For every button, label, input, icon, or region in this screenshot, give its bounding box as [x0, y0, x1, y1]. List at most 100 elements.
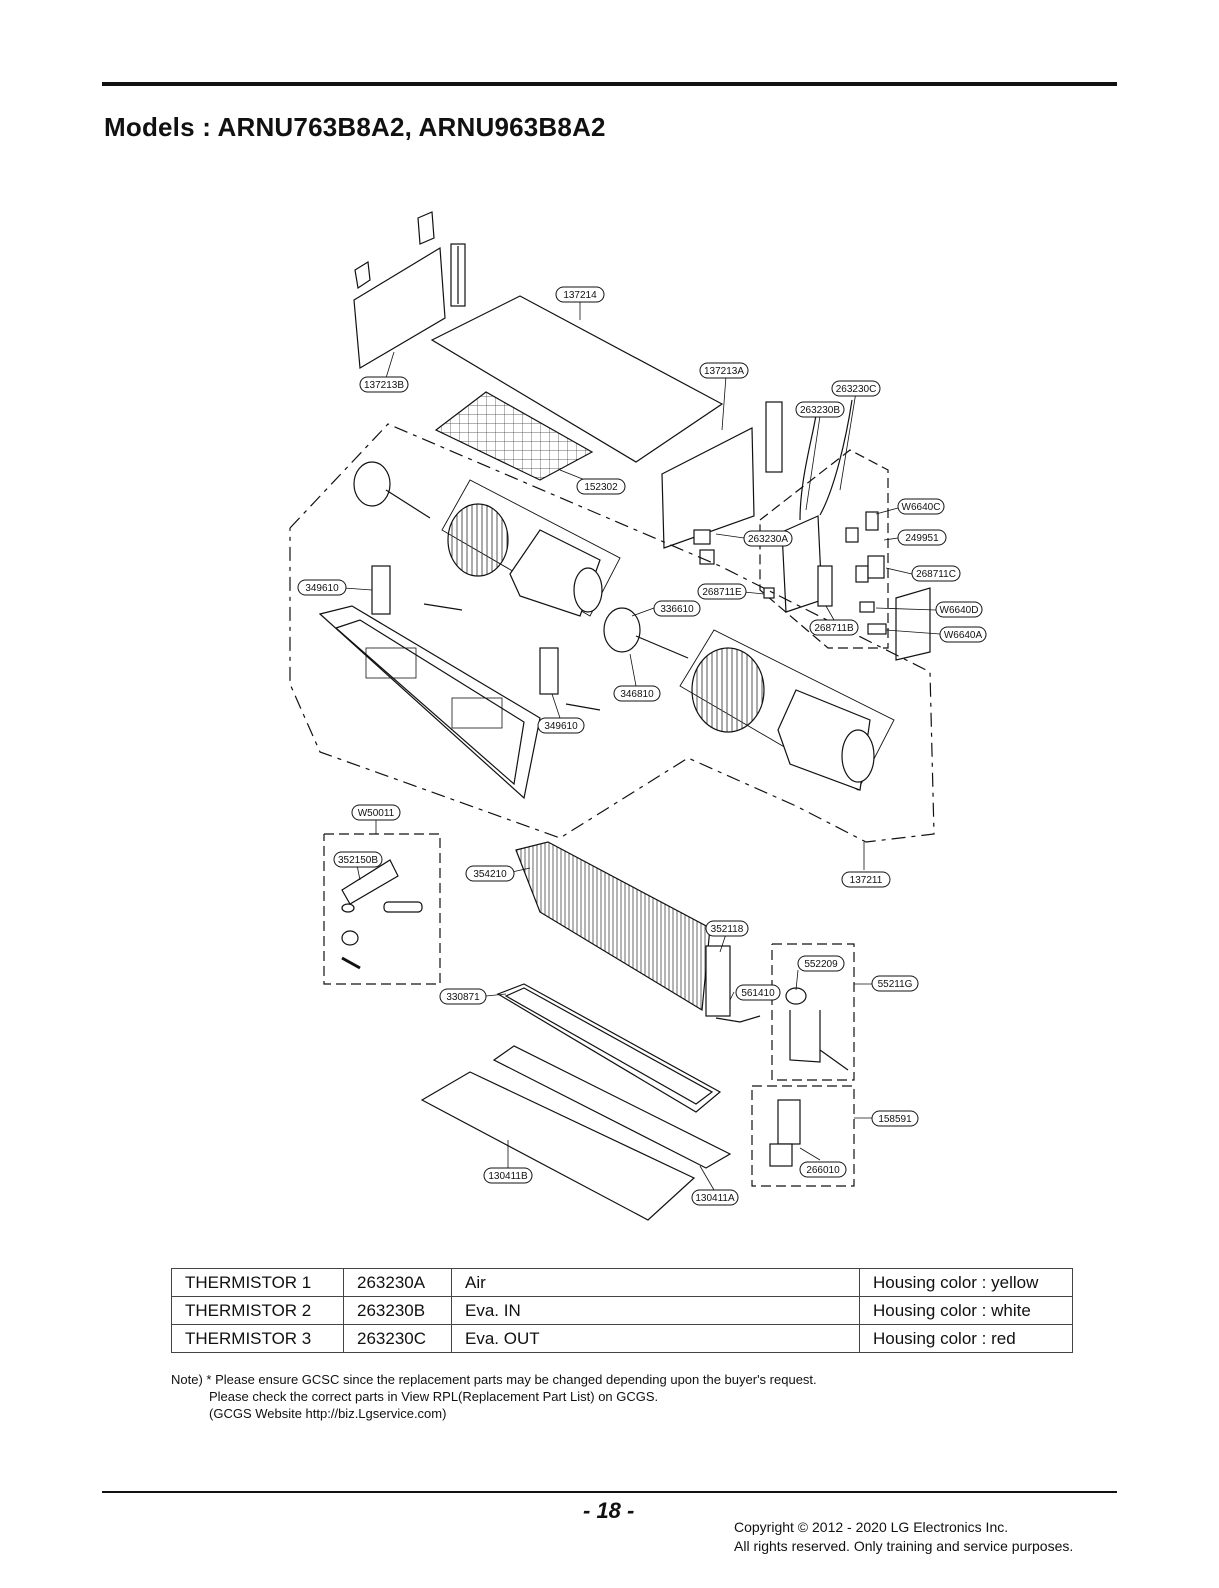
svg-text:130411A: 130411A [695, 1193, 735, 1204]
top-panel-137214 [430, 295, 724, 463]
note-block: Note) * Please ensure GCSC since the rep… [171, 1371, 817, 1422]
thermistor-location: Eva. IN [451, 1296, 860, 1325]
label-137213b: 137213B [359, 376, 409, 393]
label-268711c: 268711C [911, 565, 961, 582]
svg-text:55211G: 55211G [878, 979, 913, 990]
drain-pump-parts [769, 1099, 801, 1167]
label-552209: 552209 [797, 955, 845, 972]
drain-pan-330871 [496, 983, 722, 1113]
label-263230a: 263230A [743, 530, 793, 547]
thermistor-part: 263230C [343, 1324, 452, 1353]
svg-text:137211: 137211 [850, 875, 883, 886]
label-336610: 336610 [653, 600, 701, 617]
label-249951: 249951 [897, 529, 947, 546]
label-w6640c: W6640C [897, 498, 945, 515]
label-152302: 152302 [576, 478, 626, 495]
svg-text:158591: 158591 [878, 1114, 912, 1125]
thermistor-location: Air [451, 1268, 860, 1297]
label-263230b: 263230B [795, 401, 845, 418]
accessory-kit-frame [323, 833, 441, 985]
svg-text:W50011: W50011 [358, 808, 395, 819]
page-title: Models : ARNU763B8A2, ARNU963B8A2 [104, 112, 606, 142]
label-130411a: 130411A [691, 1189, 739, 1206]
label-352118: 352118 [705, 920, 749, 937]
label-268711e: 268711E [697, 583, 747, 600]
label-268711b: 268711B [809, 619, 859, 636]
label-349610-lower: 349610 [537, 717, 585, 734]
label-137211: 137211 [841, 871, 891, 888]
svg-text:268711B: 268711B [814, 623, 854, 634]
accessory-parts [341, 859, 423, 970]
lower-panels-130411 [420, 1045, 732, 1221]
svg-text:561410: 561410 [741, 988, 775, 999]
electrical-box-frame [759, 449, 889, 649]
copyright-line-1: Copyright © 2012 - 2020 LG Electronics I… [734, 1519, 1009, 1535]
svg-text:263230B: 263230B [800, 405, 840, 416]
svg-text:552209: 552209 [804, 959, 838, 970]
thermistor-housing: Housing color : red [859, 1324, 1073, 1353]
thermistor-part: 263230A [343, 1268, 452, 1297]
note-line-1: Note) * Please ensure GCSC since the rep… [171, 1372, 817, 1387]
svg-text:130411B: 130411B [488, 1171, 528, 1182]
label-w50011: W50011 [351, 804, 401, 821]
copyright: Copyright © 2012 - 2020 LG Electronics I… [734, 1518, 1073, 1556]
svg-text:152302: 152302 [584, 482, 618, 493]
svg-text:249951: 249951 [905, 533, 939, 544]
label-561410: 561410 [735, 984, 781, 1001]
svg-text:W6640C: W6640C [902, 502, 941, 513]
drain-pump-frame [751, 1085, 855, 1187]
svg-text:263230A: 263230A [748, 534, 788, 545]
label-352150b: 352150B [333, 851, 383, 868]
fan-motor-lower [603, 607, 689, 659]
valve-parts [785, 987, 849, 1071]
control-plate-137213a [661, 401, 783, 565]
thermistor-part: 263230B [343, 1296, 452, 1325]
leader-lines [343, 302, 941, 1191]
blower-upper [441, 479, 621, 617]
svg-text:W6640A: W6640A [944, 630, 983, 641]
filter-152302 [434, 391, 594, 481]
svg-text:W6640D: W6640D [940, 605, 979, 616]
front-frame [318, 605, 541, 800]
svg-text:268711C: 268711C [916, 569, 956, 580]
thermistor-name: THERMISTOR 3 [171, 1324, 344, 1353]
label-349610-upper: 349610 [297, 579, 347, 596]
housing-frame-137211 [289, 423, 935, 843]
copyright-line-2: All rights reserved. Only training and s… [734, 1538, 1074, 1554]
svg-text:352118: 352118 [711, 924, 744, 935]
note-line-2: Please check the correct parts in View R… [209, 1389, 659, 1404]
svg-text:263230C: 263230C [836, 384, 877, 395]
label-130411b: 130411B [483, 1167, 533, 1184]
table-row: THERMISTOR 2 263230B Eva. IN Housing col… [171, 1296, 1073, 1325]
thermistor-name: THERMISTOR 1 [171, 1268, 344, 1297]
page-number: - 18 - [583, 1498, 635, 1523]
table-row: THERMISTOR 1 263230A Air Housing color :… [171, 1268, 1073, 1297]
svg-text:137213B: 137213B [364, 380, 404, 391]
thermistor-name: THERMISTOR 2 [171, 1296, 344, 1325]
svg-text:349610: 349610 [305, 583, 339, 594]
table-row: THERMISTOR 3 263230C Eva. OUT Housing co… [171, 1324, 1073, 1353]
thermistor-location: Eva. OUT [451, 1324, 860, 1353]
fan-motor-upper [353, 461, 431, 519]
svg-text:352150B: 352150B [338, 855, 378, 866]
label-55211g: 55211G [871, 975, 919, 992]
thermistor-table: THERMISTOR 1 263230A Air Housing color :… [171, 1268, 1073, 1353]
exploded-view-diagram: 137214 137213B 137213A 263230C 263230B 1… [289, 211, 987, 1221]
svg-text:266010: 266010 [806, 1165, 840, 1176]
svg-text:349610: 349610 [544, 721, 578, 732]
label-330871: 330871 [439, 988, 487, 1005]
svg-text:137214: 137214 [563, 290, 597, 301]
label-137213a: 137213A [699, 362, 749, 379]
label-137214: 137214 [555, 286, 605, 303]
bottom-rule [102, 1491, 1117, 1493]
blower-lower [679, 629, 895, 791]
label-354210: 354210 [465, 865, 515, 882]
svg-text:336610: 336610 [660, 604, 694, 615]
label-263230c: 263230C [831, 380, 881, 397]
top-rule [102, 82, 1117, 86]
svg-text:354210: 354210 [473, 869, 507, 880]
side-panel-137213b [353, 211, 466, 369]
valve-kit-frame [771, 943, 855, 1081]
svg-text:268711E: 268711E [702, 587, 742, 598]
label-346810: 346810 [613, 685, 661, 702]
